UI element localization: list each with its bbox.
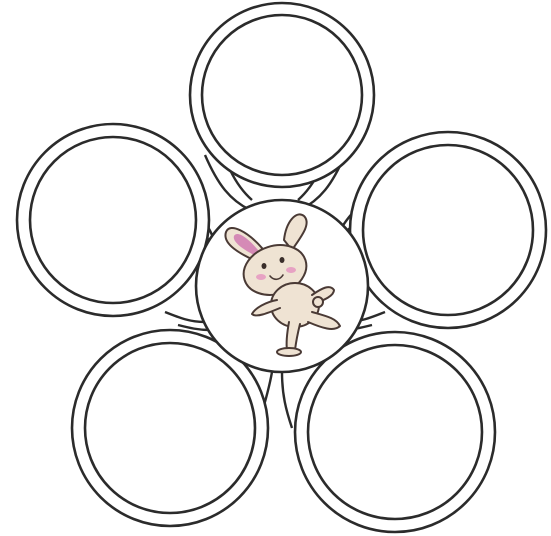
petal-right[interactable]	[350, 132, 546, 328]
petal-left[interactable]	[17, 124, 209, 316]
petal-bottom-right[interactable]	[295, 332, 495, 532]
petal-top[interactable]	[190, 3, 374, 187]
